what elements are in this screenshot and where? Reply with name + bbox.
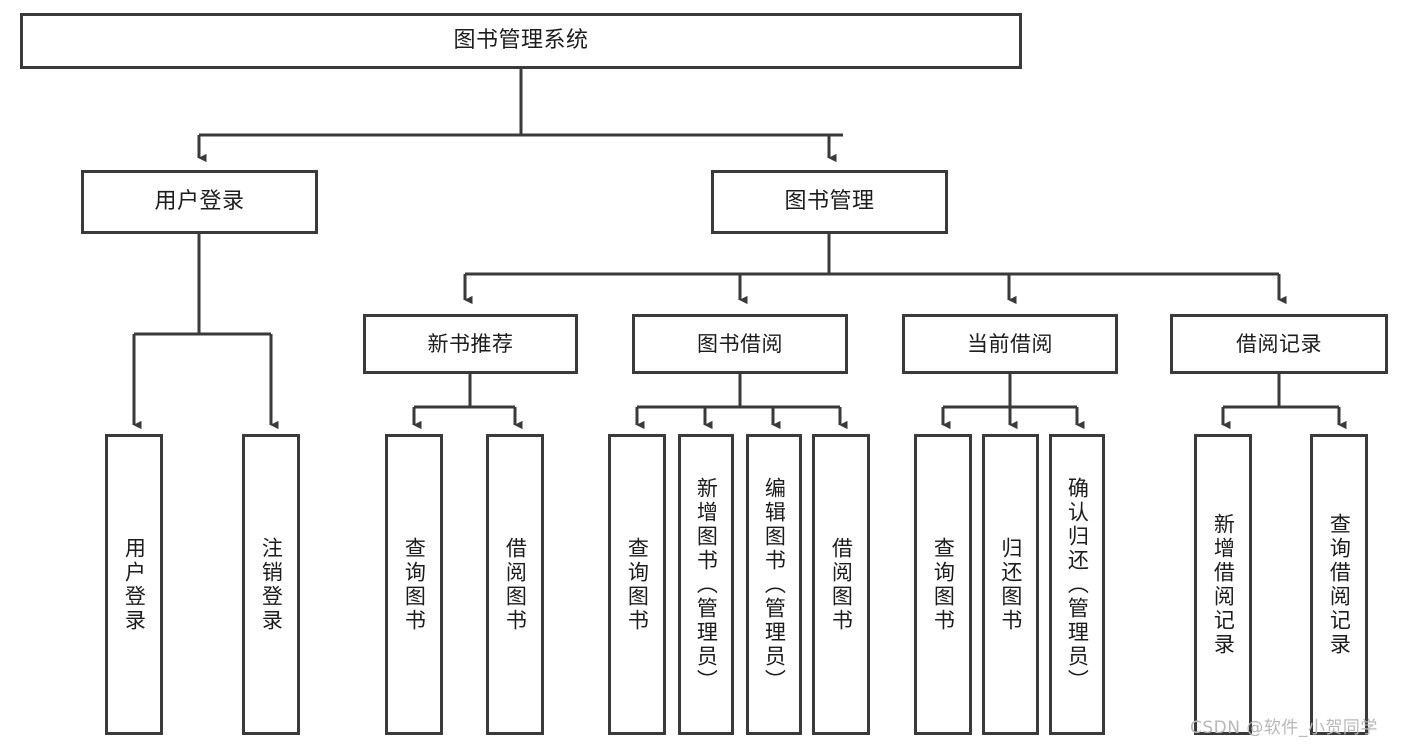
node-leaf-return-book[interactable]: 归还图书: [982, 434, 1039, 735]
node-user-login[interactable]: 用户登录: [81, 170, 318, 234]
node-book-borrow[interactable]: 图书借阅: [632, 314, 848, 374]
node-leaf-query-book-2[interactable]: 查询图书: [608, 434, 666, 735]
node-leaf-query-record[interactable]: 查询借阅记录: [1310, 434, 1368, 735]
node-current-borrow[interactable]: 当前借阅: [902, 314, 1118, 374]
node-leaf-query-book-2-label: 查询图书: [625, 536, 650, 633]
node-leaf-query-record-label: 查询借阅记录: [1327, 512, 1352, 657]
node-leaf-confirm-return[interactable]: 确认归还（管理员）: [1049, 434, 1105, 735]
node-leaf-borrow-book-1-label: 借阅图书: [503, 536, 528, 633]
node-leaf-add-record[interactable]: 新增借阅记录: [1194, 434, 1252, 735]
node-new-book-recommend[interactable]: 新书推荐: [363, 314, 578, 374]
node-leaf-add-record-label: 新增借阅记录: [1211, 512, 1236, 657]
node-leaf-query-book-3-label: 查询图书: [931, 536, 956, 633]
node-borrow-record[interactable]: 借阅记录: [1170, 314, 1388, 374]
node-leaf-user-login-label: 用户登录: [122, 536, 147, 633]
node-leaf-confirm-return-label: 确认归还（管理员）: [1065, 476, 1090, 693]
node-book-management[interactable]: 图书管理: [711, 170, 948, 234]
node-leaf-query-book-1[interactable]: 查询图书: [385, 434, 443, 735]
node-borrow-record-label: 借阅记录: [1236, 331, 1322, 356]
node-leaf-add-book-label: 新增图书（管理员）: [694, 476, 719, 693]
node-leaf-borrow-book-2-label: 借阅图书: [829, 536, 854, 633]
node-leaf-query-book-1-label: 查询图书: [402, 536, 427, 633]
node-leaf-user-logout-label: 注销登录: [259, 536, 284, 633]
node-leaf-query-book-3[interactable]: 查询图书: [914, 434, 972, 735]
node-user-login-label: 用户登录: [154, 189, 245, 215]
node-book-management-label: 图书管理: [784, 189, 875, 215]
node-leaf-user-login[interactable]: 用户登录: [105, 434, 163, 735]
node-leaf-add-book[interactable]: 新增图书（管理员）: [678, 434, 734, 735]
node-leaf-edit-book-label: 编辑图书（管理员）: [762, 476, 787, 693]
node-book-borrow-label: 图书借阅: [697, 331, 783, 356]
node-new-book-recommend-label: 新书推荐: [427, 331, 514, 356]
node-root[interactable]: 图书管理系统: [20, 13, 1022, 69]
node-leaf-borrow-book-1[interactable]: 借阅图书: [486, 434, 544, 735]
watermark-text: CSDN @软件_小贺同学: [1190, 718, 1378, 738]
node-root-label: 图书管理系统: [453, 28, 589, 54]
node-leaf-user-logout[interactable]: 注销登录: [242, 434, 300, 735]
node-current-borrow-label: 当前借阅: [967, 331, 1053, 356]
node-leaf-return-book-label: 归还图书: [998, 536, 1023, 633]
node-leaf-edit-book[interactable]: 编辑图书（管理员）: [746, 434, 802, 735]
node-leaf-borrow-book-2[interactable]: 借阅图书: [812, 434, 870, 735]
